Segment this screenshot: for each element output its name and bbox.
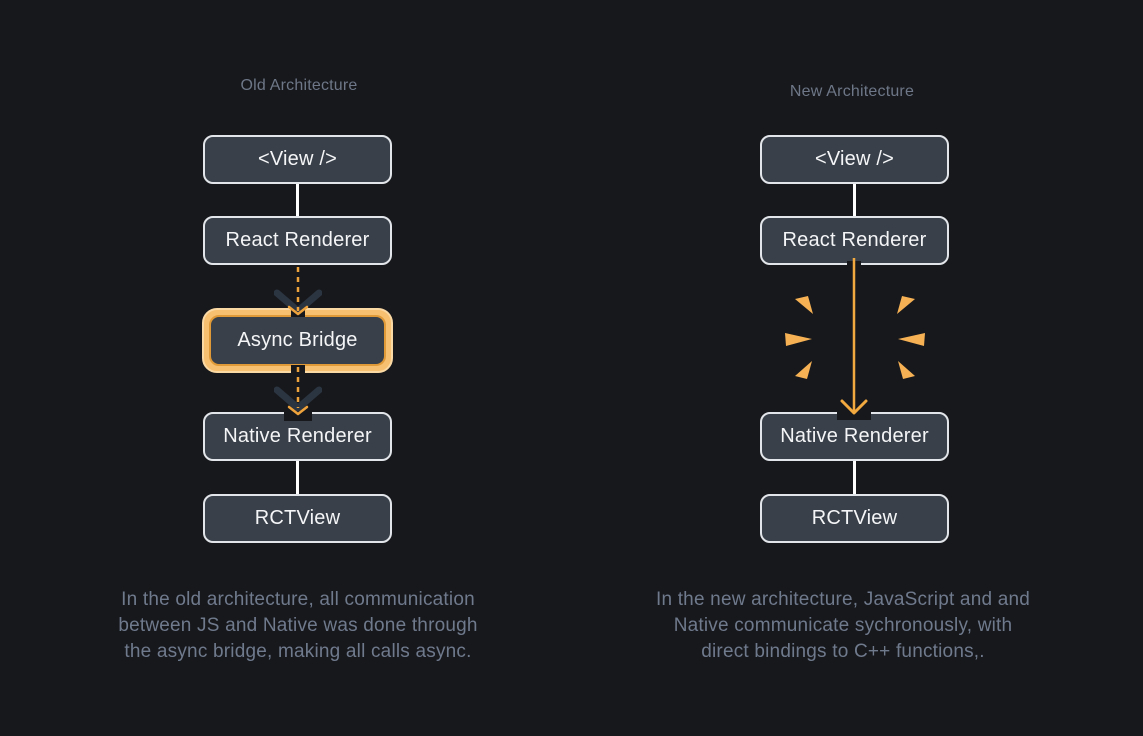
caption-line: Native communicate sychronously, with bbox=[673, 615, 1013, 636]
sync-burst-right-icon bbox=[897, 296, 925, 379]
old-async-bridge-node: Async Bridge bbox=[209, 315, 386, 366]
old-bridge-dashed-arrow-down-icon bbox=[273, 365, 322, 421]
caption-line: the async bridge, making all calls async… bbox=[124, 641, 472, 662]
caption-line: between JS and Native was done through bbox=[118, 615, 478, 636]
new-view-to-react-connector bbox=[853, 184, 856, 216]
new-view-node: <View /> bbox=[760, 135, 949, 184]
sync-burst-left-icon bbox=[785, 296, 813, 379]
new-architecture-title: New Architecture bbox=[789, 83, 915, 100]
new-native-to-rctview-connector bbox=[853, 461, 856, 494]
old-view-node: <View /> bbox=[203, 135, 392, 184]
old-architecture-caption: In the old architecture, all communicati… bbox=[78, 587, 518, 665]
new-rctview-node: RCTView bbox=[760, 494, 949, 543]
new-architecture-caption: In the new architecture, JavaScript and … bbox=[613, 587, 1073, 665]
old-native-to-rctview-connector bbox=[296, 461, 299, 494]
caption-line: direct bindings to C++ functions,. bbox=[701, 641, 985, 662]
old-view-to-react-connector bbox=[296, 184, 299, 216]
caption-line: In the old architecture, all communicati… bbox=[121, 589, 475, 610]
old-architecture-title: Old Architecture bbox=[240, 77, 358, 94]
old-react-renderer-node: React Renderer bbox=[203, 216, 392, 265]
new-react-renderer-node: React Renderer bbox=[760, 216, 949, 265]
caption-line: In the new architecture, JavaScript and … bbox=[655, 589, 1031, 610]
sync-arrow-down-icon bbox=[837, 258, 871, 420]
old-rctview-node: RCTView bbox=[203, 494, 392, 543]
async-bridge-highlight-ring: Async Bridge bbox=[202, 308, 393, 373]
old-async-dashed-arrow-down-icon bbox=[273, 267, 322, 317]
